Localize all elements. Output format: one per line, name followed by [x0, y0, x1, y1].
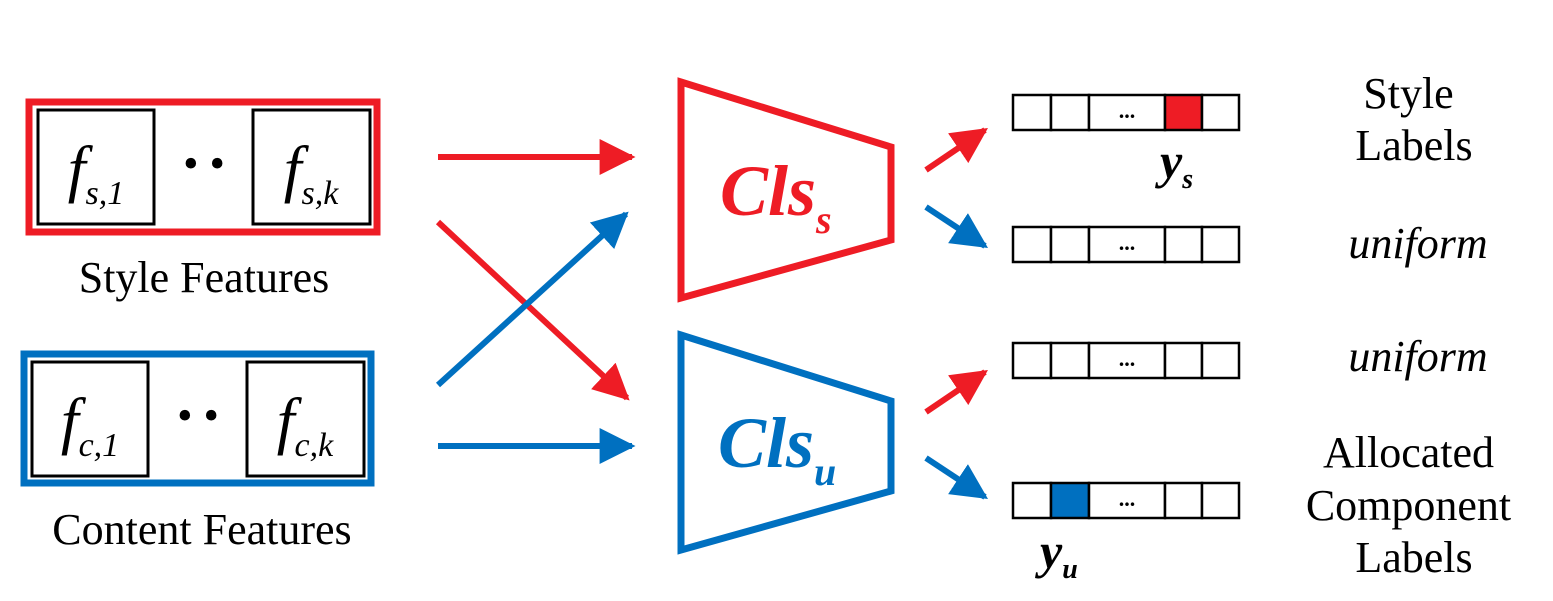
- uniform-target-2: uniform: [1348, 332, 1487, 381]
- style-feature-cell-first: [36, 108, 156, 226]
- vector-cell: [1200, 341, 1241, 380]
- vector-cell: [1011, 93, 1053, 132]
- vector-cell: [1011, 481, 1053, 520]
- cls-u-to-uniform-arrow: [924, 369, 988, 415]
- content-classifier-label: Clsu: [718, 403, 836, 494]
- content-features-caption: Content Features: [52, 505, 351, 554]
- vector-ellipsis: ...: [1119, 486, 1136, 511]
- vector-cell: [1163, 341, 1204, 380]
- style-classifier-shape: [677, 77, 895, 303]
- vector-cell-ellipsis: [1087, 481, 1167, 520]
- vector-style-labels: [1011, 93, 1241, 132]
- style-feature-dots: • •: [183, 139, 225, 188]
- cls-s-to-style-labels-arrow: [924, 127, 988, 173]
- content-feature-first-label: fc,1: [61, 385, 119, 464]
- vector-ellipsis: ...: [1119, 98, 1136, 123]
- vector-cell: [1049, 341, 1091, 380]
- vector-cell: [1049, 93, 1091, 132]
- component-label-symbol: yu: [1035, 523, 1078, 585]
- style-feature-cell-last: [251, 108, 372, 226]
- style-classifier-label: Clss: [720, 151, 832, 242]
- content-feature-cell-last: [245, 360, 366, 478]
- feature-arrows: [435, 139, 636, 464]
- vector-cell-active-content: [1049, 481, 1091, 520]
- content-feature-dots: • •: [177, 391, 219, 440]
- vector-uniform-2: [1011, 341, 1241, 380]
- content-features-group: fc,1 • • fc,k Content Features: [20, 350, 375, 554]
- style-classifier: Clss: [677, 77, 895, 303]
- cls-u-to-component-labels-arrow: [924, 455, 989, 500]
- content-features-frame: [20, 350, 375, 487]
- content-classifier: Clsu: [677, 330, 895, 555]
- vector-cell: [1163, 225, 1204, 264]
- vector-component-labels: [1011, 481, 1241, 520]
- style-features-group: fs,1 • • fs,k Style Features: [25, 98, 381, 302]
- content-classifier-shape: [677, 330, 895, 555]
- cls-s-to-uniform-arrow: [924, 204, 989, 249]
- vector-cell: [1200, 481, 1241, 520]
- content-feature-cell-first: [30, 360, 150, 478]
- style-features-frame: [25, 98, 381, 236]
- vector-cell: [1200, 93, 1241, 132]
- vector-cell: [1200, 225, 1241, 264]
- style-labels-target: Style Labels: [1355, 69, 1472, 170]
- content-to-cls-s-arrow: [435, 211, 629, 388]
- vector-cell: [1011, 225, 1053, 264]
- vector-uniform-1: [1011, 225, 1241, 264]
- style-label-symbol: ys: [1155, 133, 1193, 195]
- vector-cell: [1049, 225, 1091, 264]
- vector-cell: [1011, 341, 1053, 380]
- vector-ellipsis: ...: [1119, 230, 1136, 255]
- vector-cell: [1163, 481, 1204, 520]
- vector-cell-active-style: [1163, 93, 1204, 132]
- style-features-caption: Style Features: [79, 253, 330, 302]
- uniform-target-1: uniform: [1348, 219, 1487, 268]
- output-arrows: [924, 127, 989, 500]
- vector-cell-ellipsis: [1087, 341, 1167, 380]
- vector-ellipsis: ...: [1119, 346, 1136, 371]
- allocated-component-labels-target: Allocated Component Labels: [1306, 428, 1522, 582]
- style-to-cls-u-arrow: [435, 219, 630, 401]
